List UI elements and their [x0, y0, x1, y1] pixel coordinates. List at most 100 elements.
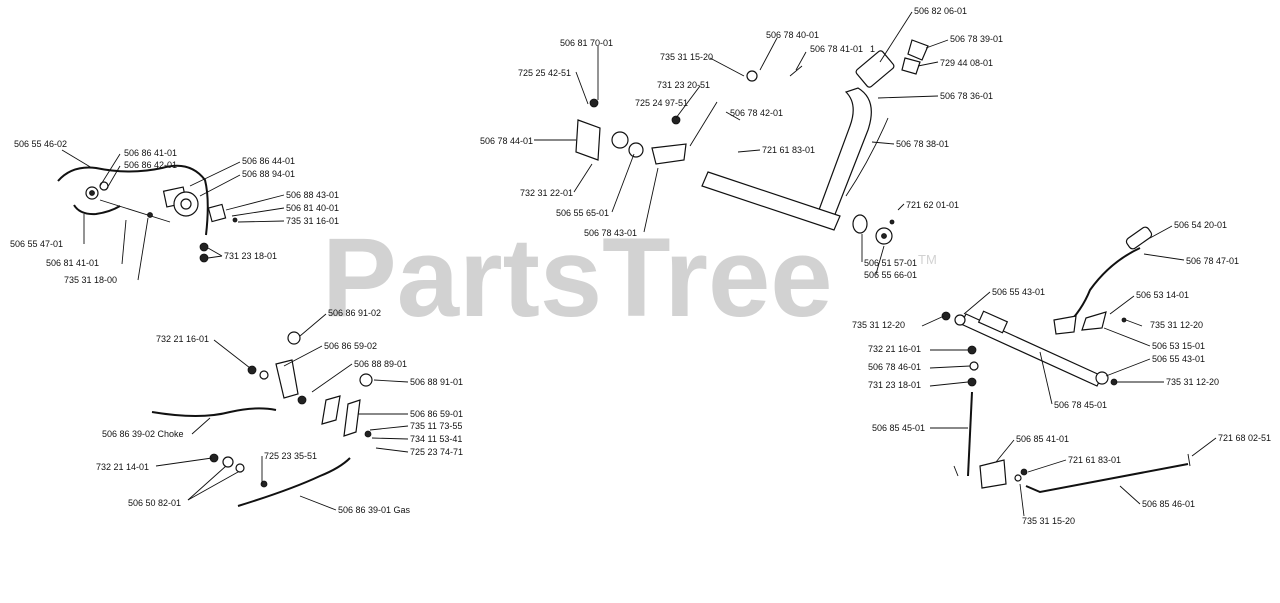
leader-line	[925, 39, 949, 49]
leader-line	[191, 417, 211, 435]
leader-line	[369, 425, 409, 431]
drive-rod-assembly	[941, 226, 1191, 494]
leader-line	[689, 101, 718, 147]
leader-line	[1119, 485, 1141, 505]
linkage-plate	[1081, 311, 1107, 331]
side-bracket	[575, 119, 601, 161]
part-label: 506 78 40-01	[766, 30, 819, 40]
part-label: 506 88 89-01	[354, 359, 407, 369]
part-label: 735 11 73-55	[410, 421, 462, 431]
part-label: 506 78 47-01	[1186, 256, 1239, 266]
part-label: 506 78 36-01	[940, 91, 993, 101]
part-label: 506 51 57-01	[864, 258, 917, 268]
leader-line	[871, 141, 895, 145]
part-label: 725 23 35-51	[264, 451, 317, 461]
leader-line	[995, 439, 1015, 463]
part-label: 506 78 39-01	[950, 34, 1003, 44]
leader-line	[187, 471, 239, 501]
spring-coil	[611, 131, 629, 149]
part-label: 725 24 97-51	[635, 98, 688, 108]
leader-line	[1125, 319, 1143, 327]
leader-line	[917, 61, 939, 67]
leader-line	[207, 255, 223, 259]
leader-line	[725, 111, 741, 121]
leader-line	[283, 345, 323, 367]
part-label: 506 85 45-01	[872, 423, 925, 433]
part-label: 732 21 14-01	[96, 462, 149, 472]
leader-line	[225, 194, 285, 211]
leader-line	[1109, 295, 1135, 315]
leader-line	[573, 163, 593, 193]
rod-nut-b	[967, 377, 977, 387]
leader-line	[299, 495, 337, 511]
rod-hook	[1187, 453, 1191, 467]
main-shaft	[701, 171, 841, 231]
handle-assembly	[575, 39, 929, 245]
washer-c	[235, 463, 245, 473]
leader-line	[1027, 459, 1067, 473]
far-washer	[1095, 371, 1109, 385]
part-label: 506 88 94-01	[242, 169, 295, 179]
screw-a	[260, 480, 268, 488]
part-label: 721 61 83-01	[1068, 455, 1121, 465]
watermark: PartsTree TM	[322, 215, 937, 340]
part-label: 735 31 15-20	[660, 52, 713, 62]
leader-line	[1019, 483, 1025, 517]
split-pin	[889, 219, 895, 225]
choke-lever	[275, 359, 299, 399]
leader-line	[795, 51, 807, 71]
part-label: 731 23 18-01	[868, 380, 921, 390]
leader-line	[929, 365, 971, 369]
lock-nut-b	[199, 253, 209, 263]
part-label: 732 31 22-01	[520, 188, 573, 198]
leader-line	[675, 85, 701, 119]
upper-left-assembly	[57, 164, 238, 263]
leader-line	[237, 220, 285, 223]
leader-line	[199, 174, 241, 197]
part-label: 735 31 12-20	[1166, 377, 1219, 387]
leader-line	[611, 153, 635, 213]
small-washer	[232, 217, 238, 223]
part-label: 506 78 42-01	[730, 108, 783, 118]
square-plate	[207, 203, 227, 223]
washer-center	[881, 233, 887, 239]
lock-nut-a	[199, 242, 209, 252]
part-label: 721 61 83-01	[762, 145, 815, 155]
pulley-hub	[180, 198, 192, 210]
throttle-levers	[151, 331, 373, 507]
lever-spring	[364, 430, 372, 438]
part-label: 506 86 41-01	[124, 148, 177, 158]
leader-line	[575, 71, 589, 105]
part-label: 506 78 43-01	[584, 228, 637, 238]
leader-line	[231, 207, 285, 217]
spacer-bushing	[628, 142, 644, 158]
leader-line	[709, 57, 745, 77]
part-label: 506 78 38-01	[896, 139, 949, 149]
part-label: 735 31 16-01	[286, 216, 339, 226]
rod-washer	[969, 361, 979, 371]
vertical-rod	[967, 391, 973, 477]
rod-clip	[147, 212, 153, 218]
part-label: 732 21 16-01	[868, 344, 921, 354]
leader-line	[213, 339, 251, 369]
part-label: 731 23 20-51	[657, 80, 710, 90]
knob-top	[907, 39, 929, 61]
gas-cable	[237, 457, 351, 507]
leader-line	[897, 203, 905, 211]
washer-a	[259, 370, 269, 380]
leader-line	[1191, 437, 1217, 457]
part-label: 735 31 18-00	[64, 275, 117, 285]
shaft-bushing	[852, 214, 868, 234]
part-label: 506 81 40-01	[286, 203, 339, 213]
leader-line	[187, 465, 227, 501]
part-label: 725 25 42-51	[518, 68, 571, 78]
part-label: 506 85 41-01	[1016, 434, 1069, 444]
gas-lever-arm	[321, 395, 341, 425]
part-label: 506 86 42-01	[124, 160, 177, 170]
part-labels: 506 82 06-01 506 78 40-01 506 78 41-01 1…	[10, 6, 1271, 526]
lower-rod	[1025, 463, 1189, 494]
part-label: 735 31 12-20	[852, 320, 905, 330]
leader-line	[1103, 327, 1151, 347]
part-label: 506 88 91-01	[410, 377, 463, 387]
